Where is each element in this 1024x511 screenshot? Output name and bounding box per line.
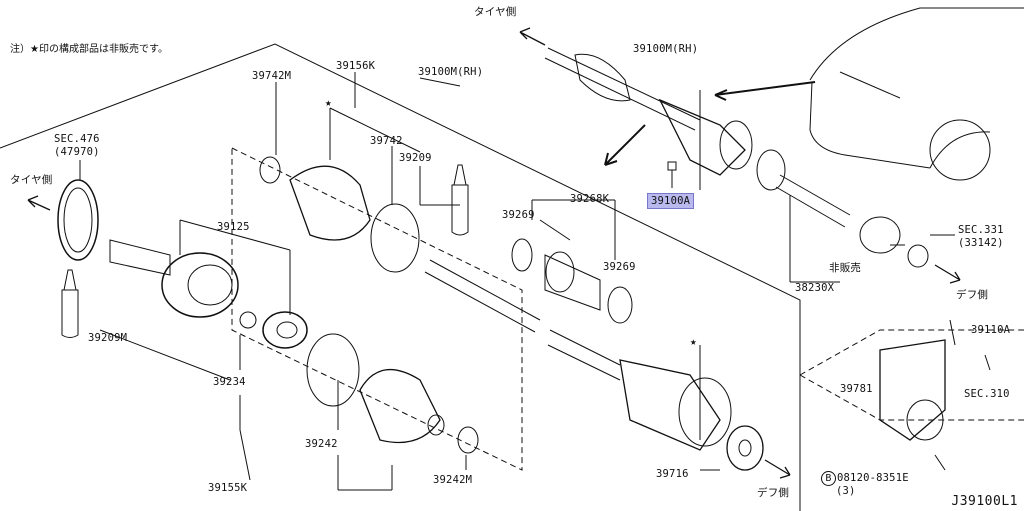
band-39742	[370, 203, 420, 273]
arrow-diff-bottom-icon	[764, 459, 791, 479]
diagram-reference: J39100L1	[951, 494, 1018, 509]
outer-joint-part	[109, 239, 239, 318]
sec-331-sub-label: (33142)	[958, 237, 1004, 249]
leader-lines	[79, 72, 955, 491]
part-39742[interactable]: 39742	[370, 135, 403, 147]
diff-side-label-bottom: デフ側	[757, 487, 790, 499]
band-39269-a	[511, 238, 533, 272]
part-38230X[interactable]: 38230X	[795, 282, 835, 294]
boot-band-large	[306, 333, 360, 407]
circlip-part	[239, 311, 257, 329]
arrow-diff-right-icon	[934, 264, 961, 284]
inner-joint-housing-part	[547, 329, 732, 451]
bracket-part	[879, 319, 991, 471]
band-39269-b	[607, 286, 633, 324]
part-39716[interactable]: 39716	[656, 468, 689, 480]
grease-tube-39209M	[61, 269, 79, 338]
bolt-circle-marker: B	[821, 471, 836, 486]
part-39100M-rh-exploded[interactable]: 39100M(RH)	[418, 66, 484, 78]
not-sold-label: 非販売	[829, 262, 862, 274]
drive-shaft-part	[424, 259, 541, 333]
part-39155K[interactable]: 39155K	[208, 482, 248, 494]
exploded-view-frame	[0, 43, 801, 511]
part-39269-b[interactable]: 39269	[603, 261, 636, 273]
sec-310-label[interactable]: SEC.310	[964, 388, 1010, 400]
arrow-to-exploded-icon	[604, 124, 646, 166]
part-39100A-highlighted[interactable]: 39100A	[647, 193, 695, 209]
part-39209M[interactable]: 39209M	[88, 332, 128, 344]
arrow-from-car-icon	[714, 81, 816, 101]
assembled-driveshaft	[544, 47, 929, 268]
star-marker-1: ★	[325, 96, 332, 109]
direction-arrows	[27, 27, 961, 479]
disc-part	[726, 425, 764, 471]
bolt-39100A	[667, 161, 677, 188]
part-39234[interactable]: 39234	[213, 376, 246, 388]
part-39781[interactable]: 39781	[840, 383, 873, 395]
tire-side-label-top: タイヤ側	[474, 6, 517, 18]
part-39156K[interactable]: 39156K	[336, 60, 376, 72]
sec-476-sub-label: (47970)	[54, 146, 100, 158]
bracket-dashed-frame	[799, 329, 1024, 376]
sec-476-label[interactable]: SEC.476	[54, 133, 100, 145]
car-illustration	[809, 7, 1024, 181]
outer-boot-part	[359, 368, 445, 444]
part-08120-8351E[interactable]: 08120-8351E	[837, 472, 909, 484]
part-39125[interactable]: 39125	[217, 221, 250, 233]
star-marker-2: ★	[690, 335, 697, 348]
band-39742M	[259, 156, 281, 184]
part-39742M[interactable]: 39742M	[252, 70, 292, 82]
bolt-quantity: (3)	[836, 485, 856, 497]
part-39269-a[interactable]: 39269	[502, 209, 535, 221]
inner-dashed-frame	[231, 147, 523, 471]
part-39242M[interactable]: 39242M	[433, 474, 473, 486]
part-39268K[interactable]: 39268K	[570, 193, 610, 205]
boot-band-small	[457, 426, 479, 454]
part-39242[interactable]: 39242	[305, 438, 338, 450]
tire-side-label-left: タイヤ側	[10, 174, 53, 186]
part-39209-top[interactable]: 39209	[399, 152, 432, 164]
sec-331-label[interactable]: SEC.331	[958, 224, 1004, 236]
arrow-tire-top-icon	[519, 27, 546, 46]
grease-tube-39209	[451, 164, 469, 236]
diff-side-label-right: デフ側	[956, 289, 989, 301]
damper-part	[544, 251, 601, 311]
tone-ring-part	[57, 179, 99, 261]
inner-race-part	[262, 311, 308, 349]
note-text: 注）★印の構成部品は非販売です。	[10, 44, 168, 55]
part-39110A[interactable]: 39110A	[971, 324, 1011, 336]
inner-boot-part	[289, 165, 371, 241]
arrow-tire-left-icon	[27, 195, 51, 211]
part-39100M-rh-top[interactable]: 39100M(RH)	[633, 43, 699, 55]
